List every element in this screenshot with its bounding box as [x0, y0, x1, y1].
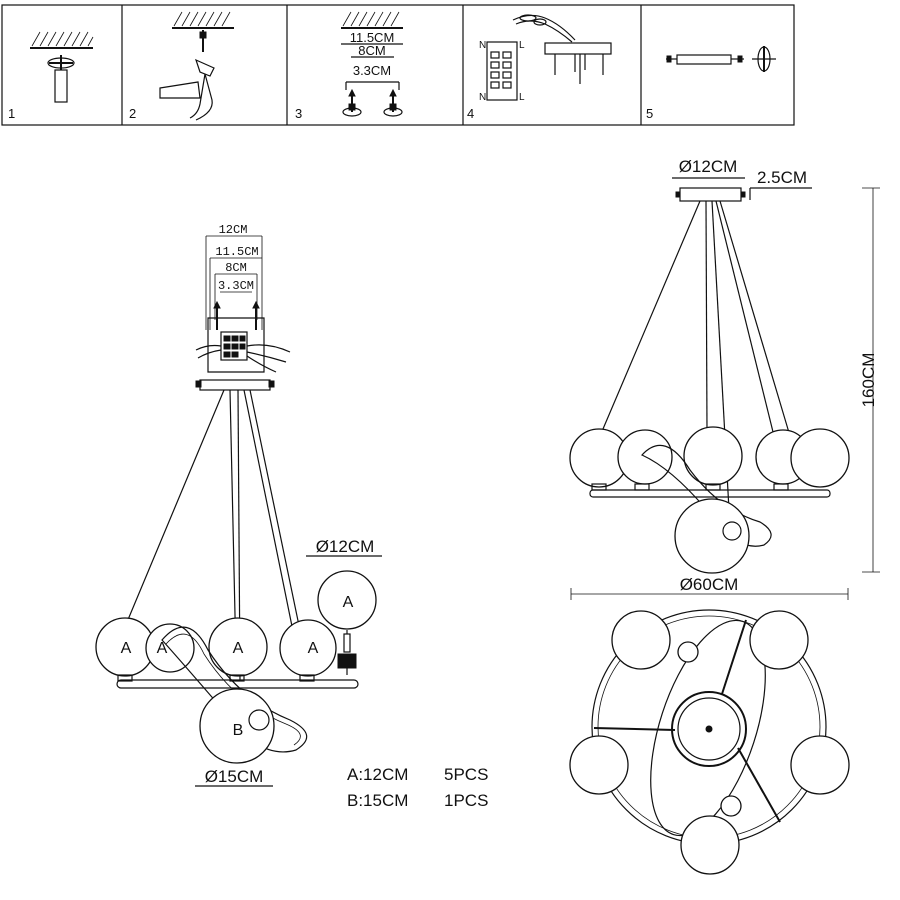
globe-a: [569, 735, 629, 795]
globe-b: [674, 498, 750, 574]
globe-a-detached: [317, 570, 377, 630]
terminal-label: L: [519, 92, 525, 103]
step-3-dim-inner: 3.3CM: [353, 63, 391, 78]
step-5-panel: 5: [646, 46, 776, 121]
orbit-ring: [161, 626, 308, 753]
part-b-name: B:15CM: [347, 791, 408, 810]
globe-a: [208, 617, 268, 677]
terminal-label: N: [479, 92, 486, 103]
canopy-dimensions: 12CM 11.5CM 8CM 3.3CM: [205, 223, 263, 330]
drill-icon: [47, 55, 75, 103]
step-strip: 1 2: [1, 4, 795, 126]
step-3-panel: 11.5CM 8CM 3.3CM 3: [295, 11, 403, 121]
globe-a-label: A: [308, 640, 319, 657]
globe-a: [683, 426, 743, 486]
screw-icon: [213, 300, 221, 330]
canopy-dim-11-5cm: 11.5CM: [215, 245, 258, 259]
step-3-dim-outer: 11.5CM: [350, 30, 395, 45]
canopy: [199, 379, 271, 391]
screw-icon: [252, 300, 260, 330]
globe-a: [279, 619, 337, 677]
step-2-panel: 2: [129, 11, 234, 121]
globe-a: [611, 610, 671, 670]
globe-a-diameter: Ø12CM: [316, 537, 375, 556]
step-3-number: 3: [295, 106, 302, 121]
anchor-icon: [199, 30, 207, 52]
step-1-panel: 1: [8, 31, 94, 121]
globe-a-label: A: [343, 594, 354, 611]
terminal-label: N: [479, 40, 486, 51]
ring-bar: [589, 489, 831, 498]
ceiling-hatch: [172, 11, 234, 29]
bulb-tube-icon: [666, 54, 744, 65]
canopy-dim-3-3cm: 3.3CM: [218, 279, 254, 293]
globe-b: [199, 688, 275, 764]
canopy: [679, 187, 742, 202]
orbit-ring-top: [650, 619, 766, 837]
nut-icon: [752, 46, 776, 72]
parts-list: A:12CM 5PCS B:15CM 1PCS: [347, 765, 488, 810]
suspension-cables: [599, 200, 791, 529]
part-a-name: A:12CM: [347, 765, 408, 784]
step-3-dim-middle: 8CM: [358, 43, 385, 58]
canopy-height: 2.5CM: [757, 168, 807, 187]
globe-b-socket: [722, 521, 742, 541]
spoke: [737, 747, 781, 823]
screw-icon: [342, 88, 362, 117]
step-strip-frame: [1, 4, 795, 126]
canopy-plate: [544, 42, 612, 84]
top-view: Ø60CM: [569, 575, 850, 875]
left-fixture-view: 12CM 11.5CM 8CM 3.3CM: [95, 223, 382, 787]
wire-bundle: [512, 14, 576, 43]
globe-a: [145, 623, 195, 673]
canopy-dim-12cm: 12CM: [219, 223, 248, 237]
canopy-dim-8cm: 8CM: [225, 261, 247, 275]
globe-b-socket: [248, 709, 270, 731]
terminal-block: N L N L: [479, 40, 525, 103]
total-height: 160CM: [859, 353, 878, 408]
screw-icon: [383, 88, 403, 117]
globe-a: [680, 815, 740, 875]
globe-a-label: A: [157, 640, 168, 657]
canopy-diameter: Ø12CM: [679, 157, 738, 176]
spoke: [593, 727, 676, 731]
step-2-number: 2: [129, 106, 136, 121]
ring-bar: [116, 679, 359, 689]
step-1-number: 1: [8, 106, 15, 121]
globe-a: [790, 735, 850, 795]
ceiling-hatch: [341, 11, 403, 29]
globe-a-label: A: [233, 640, 244, 657]
step-5-number: 5: [646, 106, 653, 121]
right-side-view: Ø12CM 2.5CM 160CM: [569, 157, 880, 574]
globe-b-label: B: [233, 722, 244, 739]
globe-a-label: A: [121, 640, 132, 657]
wire-bundle: [195, 344, 291, 373]
part-a-qty: 5PCS: [444, 765, 488, 784]
globe-a: [790, 428, 850, 488]
step-4-number: 4: [467, 106, 474, 121]
step-4-panel: N L N L 4: [467, 14, 612, 121]
ceiling-hatch: [30, 31, 94, 49]
center-canopy: [671, 691, 747, 767]
mounting-bracket: [207, 317, 265, 373]
hammer-icon: [159, 58, 215, 121]
globe-a: [749, 610, 809, 670]
ring-diameter: Ø60CM: [680, 575, 739, 594]
terminal-label: L: [519, 40, 525, 51]
globe-b-diameter: Ø15CM: [205, 767, 264, 786]
spoke: [721, 619, 747, 695]
part-b-qty: 1PCS: [444, 791, 488, 810]
bulb-icon: [337, 630, 357, 675]
